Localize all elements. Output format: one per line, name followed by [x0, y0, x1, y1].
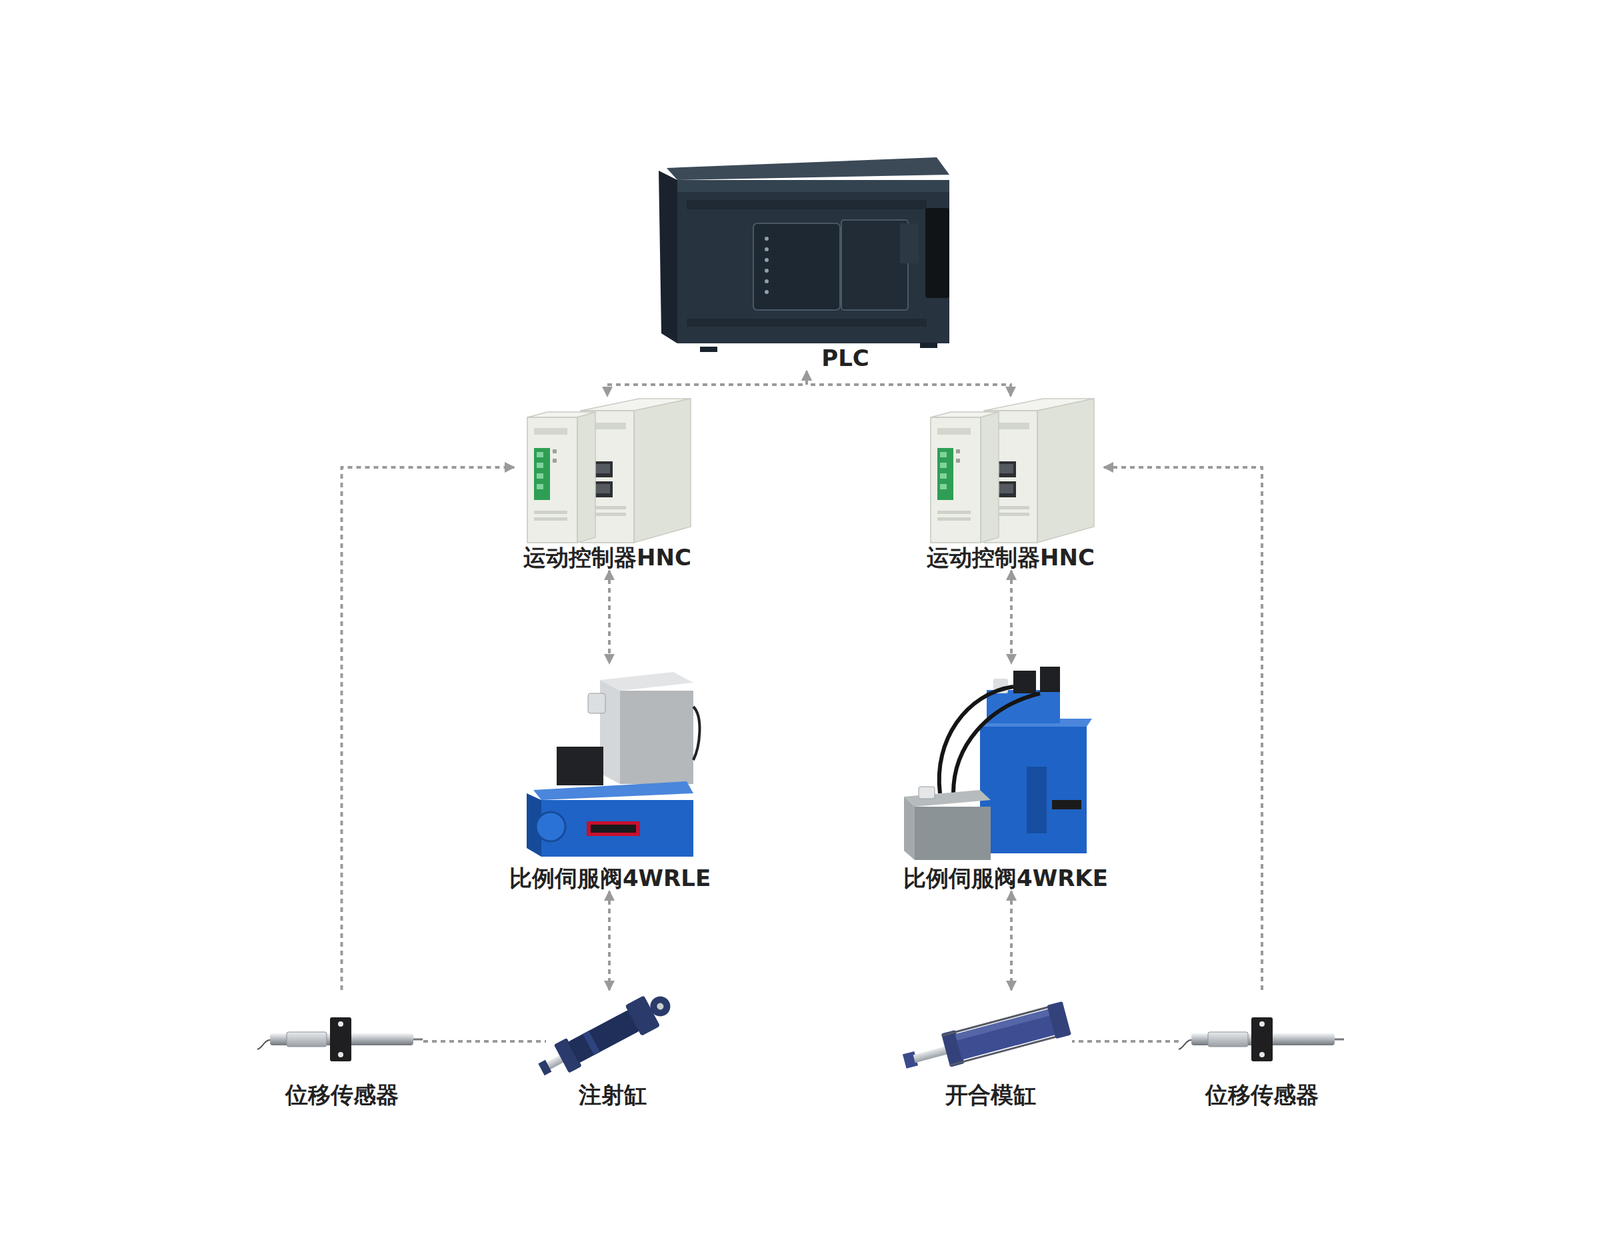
plc-art-part [764, 258, 769, 262]
servo-valve-art-part [1013, 670, 1036, 694]
servo-valve-art-part [980, 726, 1087, 854]
plc-art-part [764, 247, 769, 252]
servo-valve-art-part [586, 821, 640, 836]
component-node: PLC [658, 151, 950, 372]
injection-cylinder-art-part [656, 1002, 666, 1012]
servo-valve-art-part [533, 781, 694, 800]
dashed-connector [423, 1040, 546, 1043]
dashed-connector [607, 371, 807, 396]
servo-valve-art-part [914, 806, 991, 860]
mold-cylinder-art-part [1046, 1001, 1072, 1039]
servo-valve-art-part [918, 786, 935, 799]
plc-art-part [764, 290, 769, 294]
servo-valve-art-part [693, 706, 700, 760]
plc-art-part [925, 208, 950, 298]
plc-art-part [686, 200, 927, 210]
dashed-connector [608, 891, 611, 990]
dashed-connector [1010, 891, 1013, 990]
injection-cylinder-art-part [567, 1009, 640, 1064]
mold-cylinder-art-part [913, 1046, 949, 1063]
injection-cylinder-art-part [646, 992, 674, 1020]
component-node: 注射缸 [546, 990, 679, 1108]
servo-valve-art-part [953, 693, 1040, 794]
dashed-connector [342, 467, 515, 990]
servo-valve-art-part [536, 812, 566, 842]
component-label: 注射缸 [546, 1081, 679, 1108]
component-node: 运动控制器HNC [514, 396, 701, 571]
servo-valve-art-part [620, 690, 694, 784]
plc-art-part [753, 223, 840, 310]
servo-valve-art-part [590, 824, 636, 833]
mold-cylinder-art-part [955, 1008, 1056, 1060]
plc-art-part [666, 157, 950, 180]
mold-cylinder-art [900, 1001, 1072, 1078]
servo-valve-art-part [939, 686, 1014, 794]
servo-valve-art-part [1040, 666, 1060, 692]
component-label: 运动控制器HNC [514, 544, 701, 571]
servo-valve-art-part [904, 796, 915, 860]
plc-art-part [764, 268, 769, 273]
plc-art-part [686, 318, 927, 327]
component-node: 位移传感器 [1178, 990, 1346, 1108]
component-label: 运动控制器HNC [917, 544, 1104, 571]
plc-art-part [764, 279, 769, 284]
component-node: 位移传感器 [260, 990, 424, 1108]
hnc-controller-art [527, 398, 691, 543]
plc-art [658, 157, 950, 352]
component-node: 比例伺服阀4WRLE [506, 663, 714, 892]
dashed-connector [1104, 467, 1262, 990]
dashed-connector [1072, 1040, 1179, 1043]
component-node: 比例伺服阀4WRKE [903, 663, 1104, 892]
servo-valve-art-part [588, 693, 606, 714]
component-label: 比例伺服阀4WRLE [506, 864, 714, 892]
displacement-sensor-art [1178, 1017, 1344, 1062]
dashed-connector [1010, 570, 1013, 664]
injection-cylinder-art [533, 986, 678, 1086]
servo-valve-art-part [1052, 800, 1082, 810]
component-label: PLC [700, 344, 991, 372]
mold-cylinder-art-part [950, 1032, 1072, 1066]
servo-valve-art [526, 672, 700, 857]
plc-art-part [677, 180, 950, 192]
servo-valve-art-part [904, 790, 991, 807]
hnc-controller-art [930, 398, 1094, 543]
servo-valve-art-part [1026, 766, 1047, 834]
servo-valve-art-part [556, 746, 604, 786]
injection-cylinder-art-part [582, 1030, 600, 1055]
injection-cylinder-art-part [538, 1060, 552, 1076]
displacement-sensor-art [257, 1017, 423, 1062]
plc-art-part [700, 346, 718, 352]
plc-art-part [841, 220, 908, 310]
mold-cylinder-art-part [942, 1003, 1064, 1036]
servo-valve-art [904, 666, 1092, 860]
plc-art-part [900, 223, 919, 264]
component-node: 运动控制器HNC [917, 396, 1104, 571]
plc-art-part [920, 342, 938, 348]
component-label: 开合模缸 [908, 1081, 1072, 1108]
mold-cylinder-art-part [955, 1008, 1052, 1040]
plc-art-part [658, 170, 678, 344]
dashed-connector [806, 371, 1011, 396]
dashed-connector [608, 570, 611, 664]
plc-art-part [677, 180, 950, 344]
component-node: 开合模缸 [908, 990, 1072, 1108]
component-label: 位移传感器 [260, 1081, 424, 1108]
component-label: 比例伺服阀4WRKE [903, 864, 1104, 892]
component-label: 位移传感器 [1178, 1081, 1346, 1108]
servo-valve-art-part [986, 690, 1060, 724]
plc-art-part [764, 236, 769, 241]
